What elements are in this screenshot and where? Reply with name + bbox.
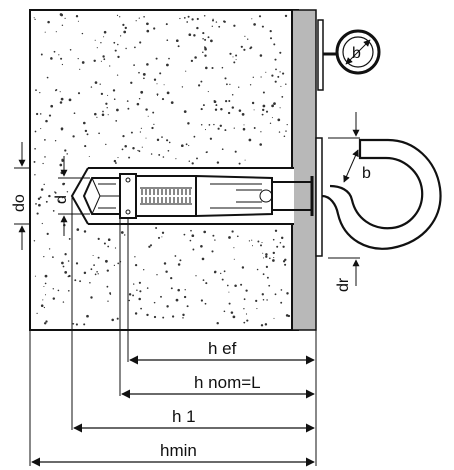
- label-b-eye: b: [352, 45, 361, 62]
- diameter-dimensions: [14, 142, 90, 250]
- label-hmin: hmin: [160, 441, 197, 460]
- label-hnom: h nom=L: [194, 373, 261, 392]
- label-do: do: [11, 194, 28, 212]
- label-h1: h 1: [172, 407, 196, 426]
- depth-dimensions: [31, 355, 315, 467]
- label-d: d: [53, 195, 70, 204]
- label-hef: h ef: [208, 339, 237, 358]
- fixture-plate: [291, 9, 317, 331]
- eye-bolt-icon: [317, 19, 381, 91]
- label-dr: dr: [335, 277, 352, 292]
- extension-lines: [29, 196, 317, 466]
- sleeve-teeth: [141, 189, 191, 203]
- hook-bolt-icon: [315, 112, 442, 286]
- label-b-hook: b: [362, 165, 371, 182]
- concrete-texture: [33, 13, 291, 327]
